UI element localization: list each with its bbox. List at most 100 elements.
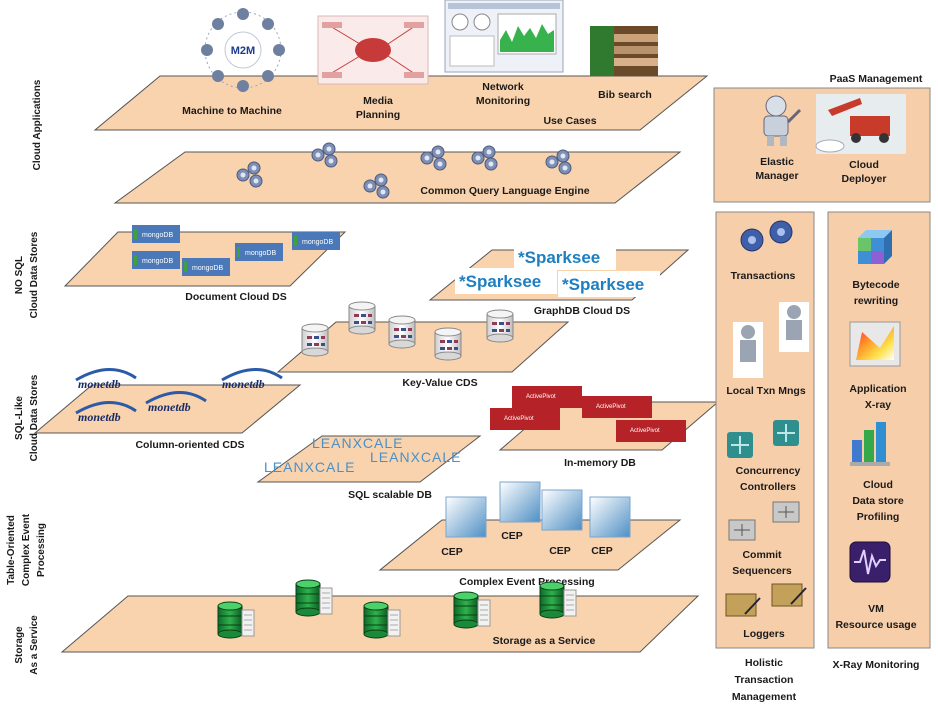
side-label-cloud-applications: Cloud Applications <box>32 79 43 170</box>
leanxcale-logo-1: LEANXCALE <box>312 435 403 451</box>
activepivot-logo-3: ActivePivot <box>504 416 534 422</box>
mongodb-logo-text-1: mongoDB <box>142 232 173 239</box>
mongodb-logo-text-4: mongoDB <box>302 239 333 246</box>
side-label-sqllike-line1: SQL-Like <box>14 396 25 440</box>
application-xray-icon <box>849 321 901 367</box>
column-oriented-layer <box>33 384 302 434</box>
bytecode-label-line1: Bytecode <box>852 279 899 291</box>
holistic-title-line2: Transaction <box>735 674 794 686</box>
label-use-cases: Use Cases <box>543 115 596 127</box>
cep-label-4: CEP <box>591 545 613 557</box>
cep-label-3: CEP <box>549 545 571 557</box>
concurrency-label-line2: Controllers <box>740 481 796 493</box>
monetdb-logos <box>75 368 283 415</box>
sql-scalable-layer <box>256 435 482 483</box>
activepivot-logo-2: ActivePivot <box>596 404 626 410</box>
vm-resource-icon <box>849 541 891 583</box>
cep-icons <box>445 481 631 538</box>
local-txn-label: Local Txn Mngs <box>726 385 806 397</box>
concurrency-controllers-icons <box>727 420 799 458</box>
appxray-label-line1: Application <box>849 383 906 395</box>
concurrency-label-line1: Concurrency <box>736 465 801 477</box>
bytecode-cube-icon <box>858 230 892 264</box>
sparksee-logo-bg-2 <box>455 268 557 294</box>
activepivot-logos <box>490 386 686 442</box>
side-label-cep-line3: Processing <box>36 523 47 577</box>
xray-monitoring-title: X-Ray Monitoring <box>833 659 920 671</box>
monetdb-logo-1: monetdb <box>78 377 121 391</box>
m2m-logo: M2M <box>231 45 255 57</box>
label-bib-search: Bib search <box>598 89 652 101</box>
commit-label-line2: Sequencers <box>732 565 792 577</box>
activepivot-logo-4: ActivePivot <box>630 428 660 434</box>
elastic-manager-label-line1: Elastic <box>760 156 794 168</box>
label-machine-to-machine: Machine to Machine <box>182 105 282 117</box>
mongodb-logo-text-2: mongoDB <box>142 258 173 265</box>
cloud-deployer-label-line1: Cloud <box>849 159 879 171</box>
side-label-nosql-line2: Cloud Data Stores <box>29 231 40 318</box>
loggers-label: Loggers <box>743 628 785 640</box>
bib-search-photo <box>590 26 658 76</box>
network-monitoring-screenshot <box>444 0 564 73</box>
transactions-label: Transactions <box>731 270 796 282</box>
label-in-memory-db: In-memory DB <box>564 457 636 469</box>
paas-management-title: PaaS Management <box>830 73 923 85</box>
leanxcale-logo-2: LEANXCALE <box>370 449 461 465</box>
side-label-storage-line2: As a Service <box>29 615 40 675</box>
m2m-network-icon: M2M <box>201 8 285 92</box>
vm-label-line2: Resource usage <box>835 619 916 631</box>
label-media-planning-line1: Media <box>363 95 393 107</box>
media-planning-image <box>317 15 429 85</box>
local-txn-robot-icons <box>733 302 809 378</box>
transactions-icon <box>740 220 793 252</box>
cloud-deployer-label-line2: Deployer <box>842 173 887 185</box>
label-key-value-cds: Key-Value CDS <box>402 377 477 389</box>
commit-label-line1: Commit <box>742 549 782 561</box>
profiling-label-line2: Data store <box>852 495 904 507</box>
holistic-title-line1: Holistic <box>745 657 783 669</box>
sparksee-logo-2: *Sparksee <box>459 272 541 291</box>
vm-label-line1: VM <box>868 603 884 615</box>
cep-label-1: CEP <box>441 546 463 558</box>
holistic-title-line3: Management <box>732 691 797 703</box>
sparksee-logo-3: *Sparksee <box>562 275 644 294</box>
monetdb-logo-2: monetdb <box>78 410 121 424</box>
profiling-label-line3: Profiling <box>857 511 900 523</box>
side-label-cep-line1: Table-Oriented <box>6 515 17 585</box>
appxray-label-line2: X-ray <box>865 399 891 411</box>
profiling-label-line1: Cloud <box>863 479 893 491</box>
query-engine-layer <box>113 151 682 204</box>
label-query-engine: Common Query Language Engine <box>420 185 589 197</box>
label-document-cloud-ds: Document Cloud DS <box>185 291 287 303</box>
commit-sequencers-icons <box>728 501 800 541</box>
elastic-manager-label-line2: Manager <box>755 170 798 182</box>
label-media-planning-line2: Planning <box>356 109 400 121</box>
profiling-chart-icon <box>850 422 890 466</box>
cep-layer <box>378 519 682 571</box>
bytecode-label-line2: rewriting <box>854 295 898 307</box>
label-storage-as-a-service: Storage as a Service <box>493 635 596 647</box>
mongodb-logos <box>132 225 340 276</box>
cloud-deployer-crane-icon <box>815 94 906 154</box>
monetdb-logo-3: monetdb <box>148 400 191 414</box>
side-label-cep-line2: Complex Event <box>21 513 32 586</box>
label-network-monitoring-line1: Network <box>482 81 524 93</box>
side-label-storage-line1: Storage <box>14 626 25 664</box>
mongodb-logo-text-3: mongoDB <box>245 250 276 257</box>
monetdb-logo-4: monetdb <box>222 377 265 391</box>
cep-label-2: CEP <box>501 530 523 542</box>
label-column-oriented-cds: Column-oriented CDS <box>135 439 244 451</box>
sparksee-logo-bg-1 <box>514 244 616 270</box>
side-label-nosql-line1: NO SQL <box>14 256 25 294</box>
label-complex-event-processing: Complex Event Processing <box>459 576 594 588</box>
label-sql-scalable-db: SQL scalable DB <box>348 489 432 501</box>
side-label-sqllike-line2: Cloud Data Stores <box>29 374 40 461</box>
loggers-icons <box>725 583 807 617</box>
sparksee-logo-bg-3 <box>558 271 660 297</box>
elastic-manager-robot-icon <box>763 95 802 146</box>
mongodb-logo-text-5: mongoDB <box>192 265 223 272</box>
leanxcale-logo-3: LEANXCALE <box>264 459 355 475</box>
activepivot-logo-1: ActivePivot <box>526 394 556 400</box>
use-cases-layer <box>93 75 709 131</box>
